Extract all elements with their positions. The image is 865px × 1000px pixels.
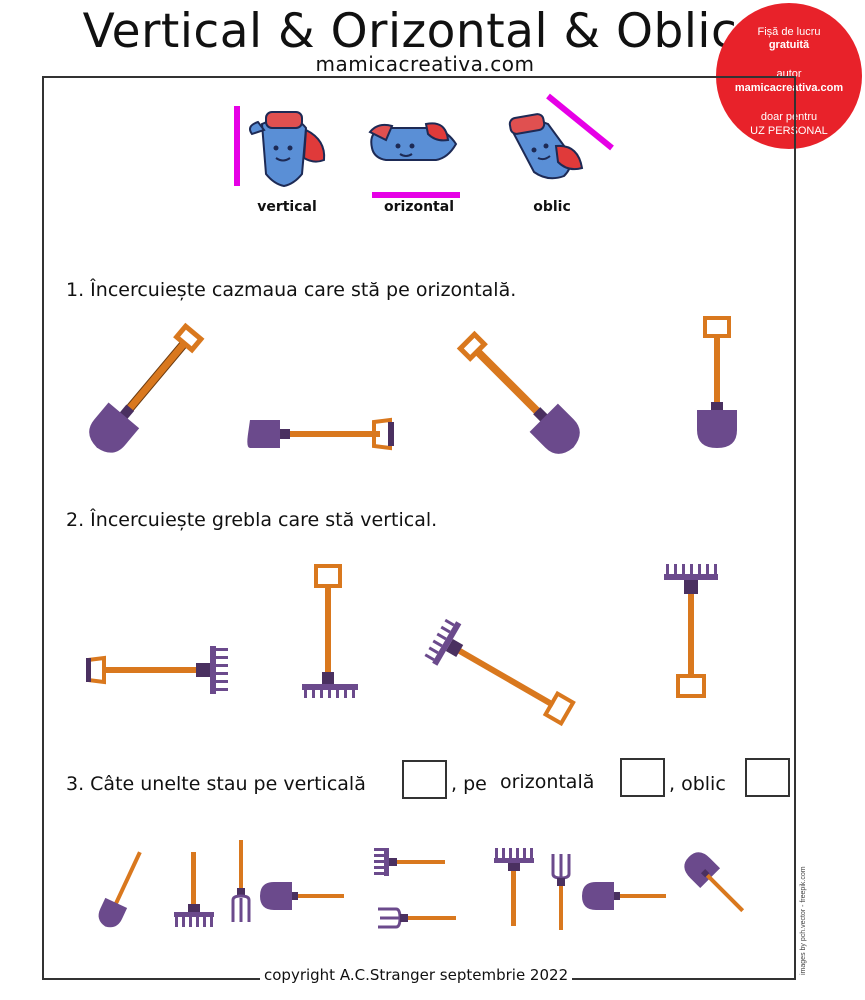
question-3-part1: 3. Câte unelte stau pe verticală: [66, 773, 366, 795]
pencil-horizontal-illustration: [368, 122, 460, 198]
shovel-horizontal[interactable]: [247, 416, 398, 452]
shovel-oblique-small[interactable]: [94, 846, 146, 930]
rake-horizontal[interactable]: [84, 644, 234, 696]
badge-line-6: UZ PERSONAL: [750, 125, 828, 137]
badge-line-1: Fișă de lucru: [757, 26, 821, 38]
horizontal-line: [372, 192, 460, 198]
rake-horizontal-small[interactable]: [372, 846, 448, 878]
site-name: mamicacreativa.com: [315, 52, 535, 76]
legend-horizontal-label: orizontal: [384, 199, 454, 215]
oblique-count-box[interactable]: [745, 758, 790, 797]
rake-vertical[interactable]: [662, 562, 720, 700]
horizontal-count-box[interactable]: [620, 758, 665, 797]
shovel-oblique-small-2[interactable]: [678, 846, 748, 914]
shovel-horizontal-small-2[interactable]: [580, 880, 668, 912]
vertical-line: [234, 106, 240, 186]
shovel-vertical-row2[interactable]: [300, 564, 360, 700]
oblique-line: [546, 93, 614, 151]
page-title: Vertical & Orizontal & Oblic: [82, 4, 738, 59]
shovel-vertical[interactable]: [695, 316, 739, 450]
badge-line-5: doar pentru: [760, 111, 818, 123]
pitchfork-vertical-small[interactable]: [230, 838, 252, 924]
question-3-part4: , oblic: [669, 773, 726, 795]
shovel-oblique-right[interactable]: [456, 330, 583, 454]
legend-vertical-label: vertical: [257, 199, 317, 215]
question-1: 1. Încercuiește cazmaua care stă pe oriz…: [66, 279, 517, 301]
pitchfork-horizontal-small[interactable]: [376, 906, 458, 930]
image-credit: images by pch.vector - freepik.com: [800, 866, 807, 975]
copyright-footer: copyright A.C.Stranger septembrie 2022: [260, 966, 573, 984]
shovel-horizontal-small[interactable]: [258, 880, 346, 912]
badge-line-2: gratuită: [768, 39, 810, 51]
rake-vertical-small-2[interactable]: [492, 846, 536, 928]
question-2: 2. Încercuiește grebla care stă vertical…: [66, 509, 438, 531]
question-3-part3: orizontală: [500, 771, 595, 793]
rake-vertical-small[interactable]: [172, 850, 216, 930]
vertical-count-box[interactable]: [402, 760, 447, 799]
question-3-part2: , pe: [451, 773, 487, 795]
pencil-vertical-illustration: [234, 106, 326, 188]
shovel-oblique-left[interactable]: [89, 322, 210, 453]
pitchfork-vertical-small-2[interactable]: [550, 852, 572, 932]
rake-oblique[interactable]: [424, 578, 576, 727]
badge-line-4: mamicacreativa.com: [734, 82, 844, 94]
legend-oblique-label: oblic: [533, 199, 571, 215]
pencil-oblique-illustration: [508, 93, 614, 180]
